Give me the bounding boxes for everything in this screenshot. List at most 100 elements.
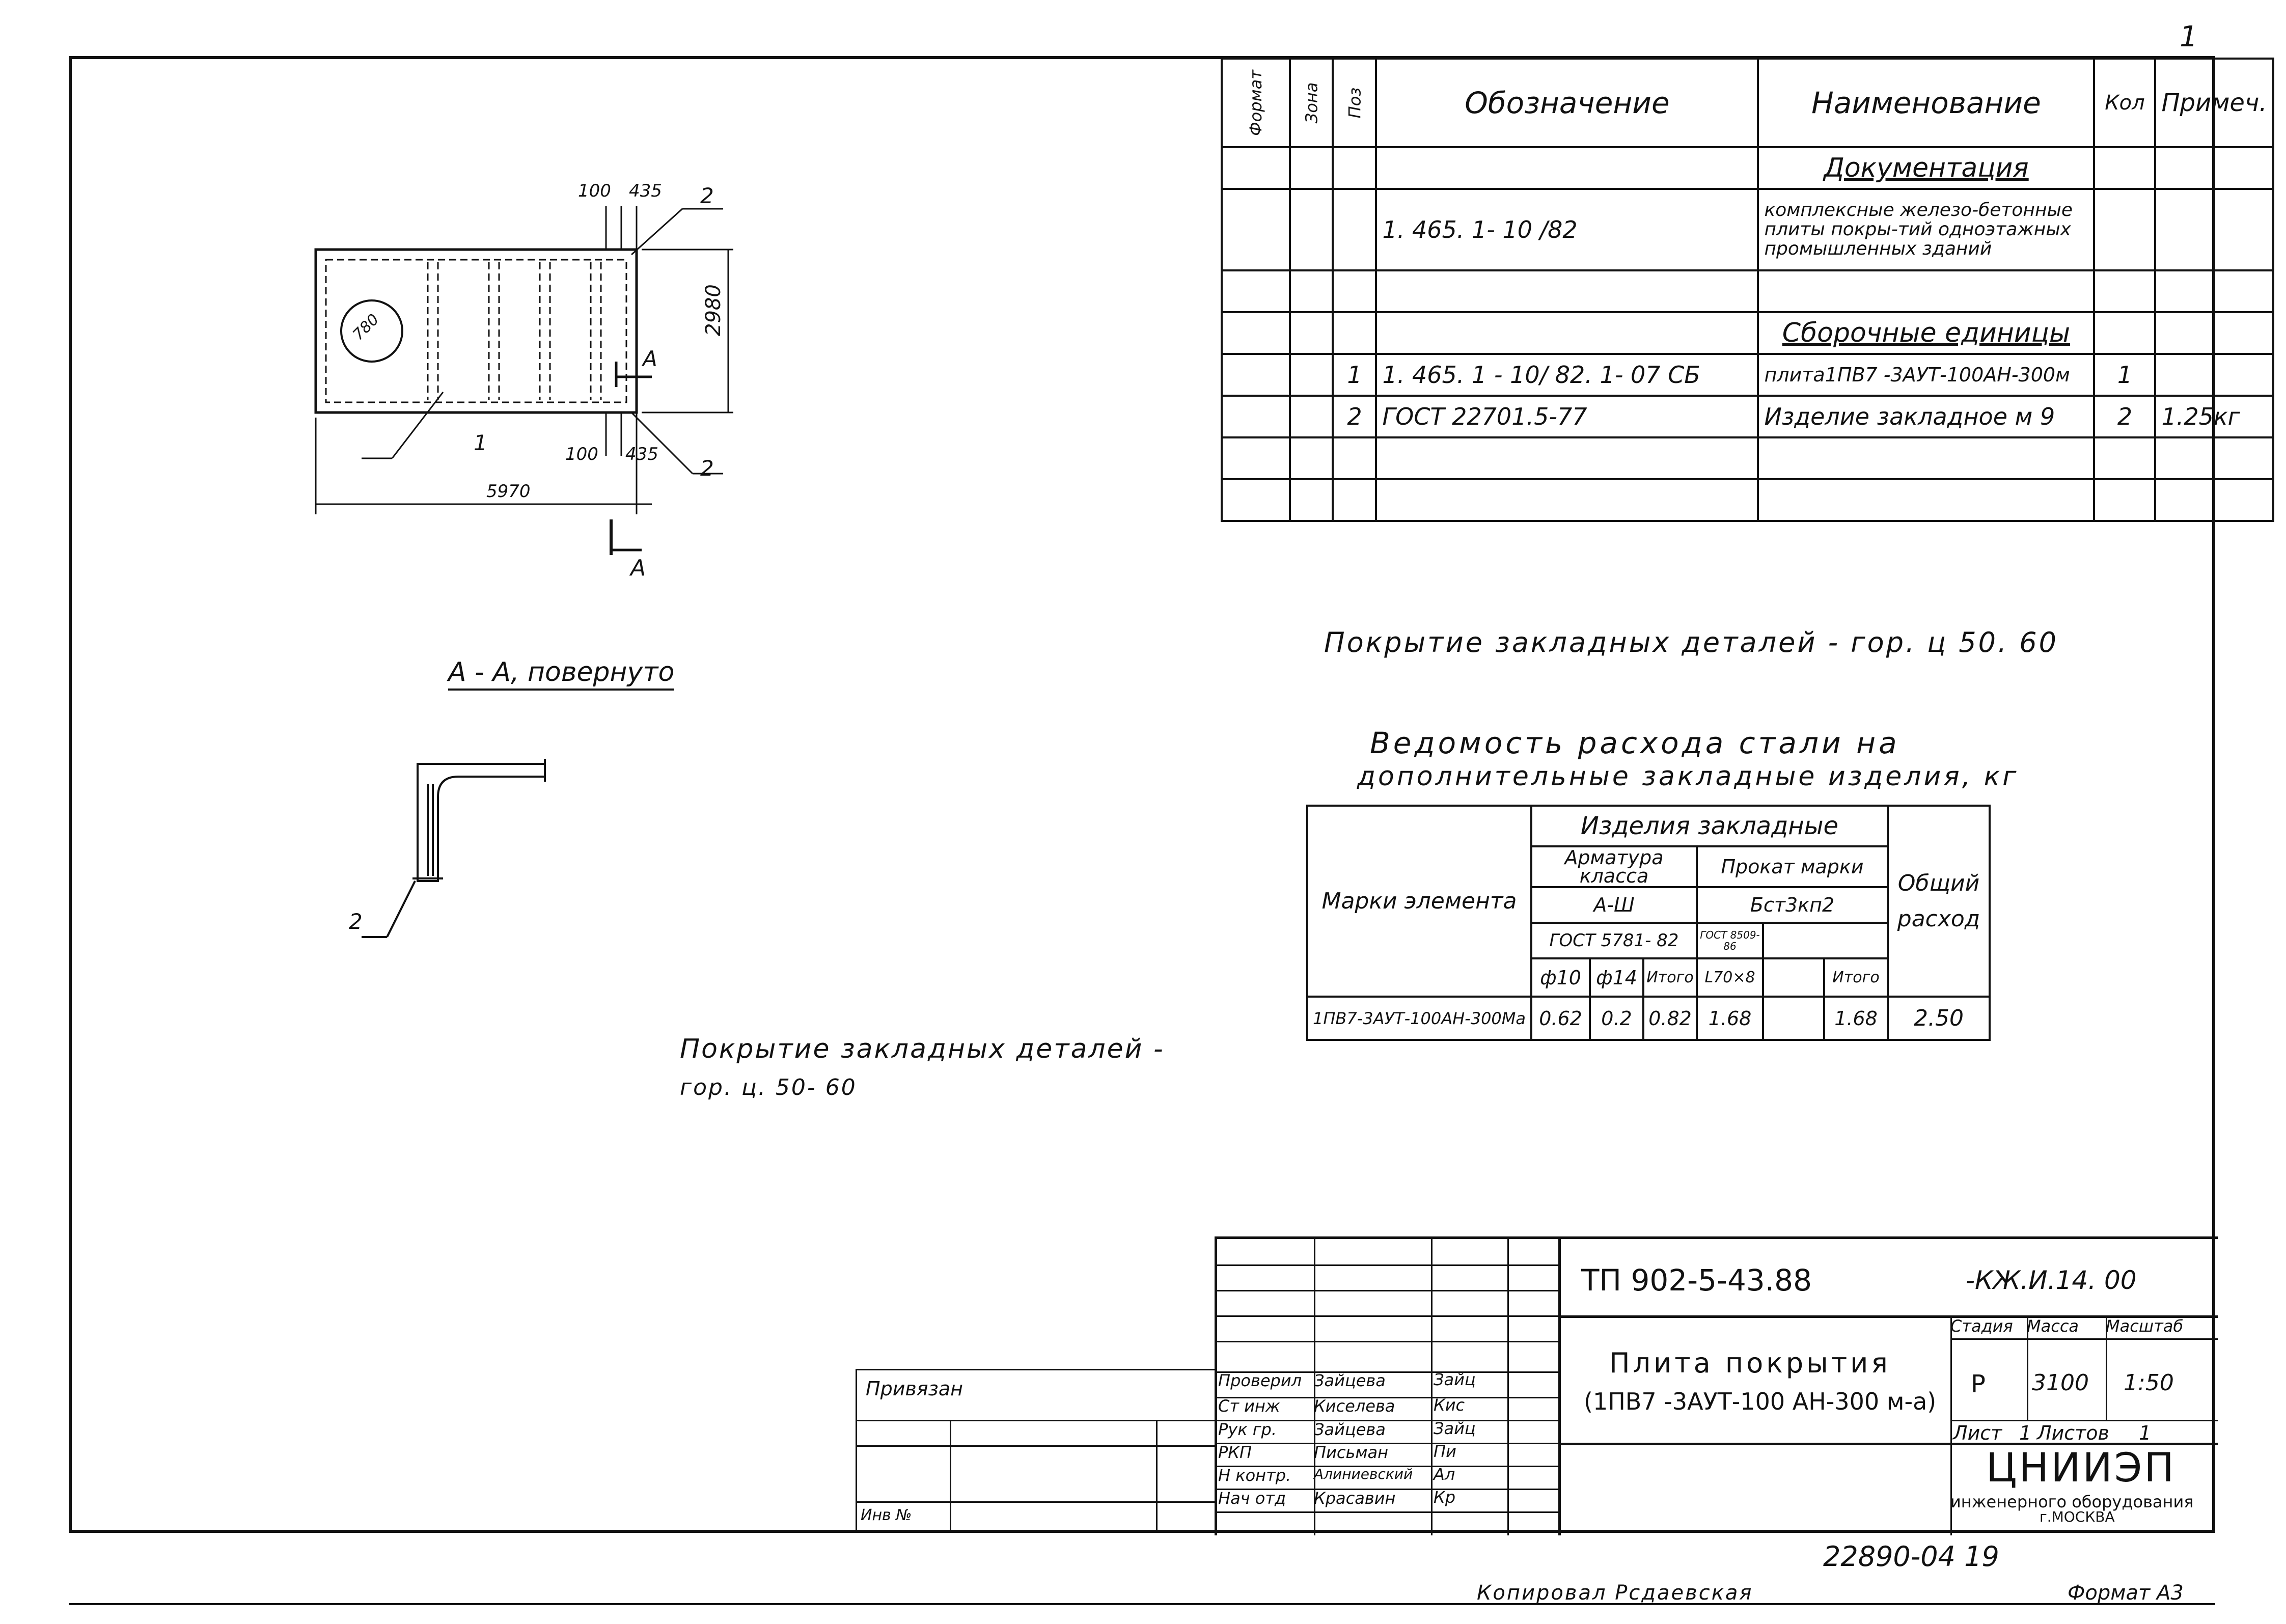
steel-title-line1: Ведомость расхода стали на <box>1370 726 1900 760</box>
col-note: Примеч. <box>2154 58 2274 148</box>
tb-left-line <box>856 1369 1215 1370</box>
dim-100-bot: 100 <box>565 444 598 464</box>
col-format: Формат <box>1221 58 1291 148</box>
tb-left-vline <box>950 1420 951 1533</box>
leader-2-top: 2 <box>700 183 714 208</box>
row-note: 1.25кг <box>2154 395 2274 438</box>
steel-value: 1.68 <box>1823 996 1889 1041</box>
col-pos: Поз <box>1332 58 1378 148</box>
signer-role: РКП <box>1218 1443 1252 1462</box>
sheet-label: Лист <box>1953 1422 2002 1444</box>
copied-by: Копировал Рсдаевская <box>1477 1581 1753 1605</box>
section-mark-a-top: А <box>643 346 657 371</box>
documentation-title: Документация <box>1757 146 2096 190</box>
coating-note-2-line2: гор. ц. 50- 60 <box>680 1075 857 1100</box>
rolled-grade: Бст3кп2 <box>1696 886 1889 924</box>
signer-role: Проверил <box>1218 1371 1302 1390</box>
privyazan-label: Привязан <box>866 1378 963 1400</box>
sheet-value: 1 <box>2019 1422 2032 1444</box>
steel-value <box>1762 996 1825 1041</box>
mass-label: Масса <box>2027 1316 2079 1336</box>
row-name: плита1ПВ7 -3АУТ-100АН-300м <box>1757 353 2096 397</box>
col-name: Наименование <box>1757 58 2096 148</box>
format-label: Формат А3 <box>2068 1581 2184 1605</box>
steel-value: 0.62 <box>1530 996 1591 1041</box>
title-block <box>1215 1236 2218 1535</box>
leader-1: 1 <box>474 430 487 455</box>
tb-left-line <box>856 1445 1215 1447</box>
bottom-rule <box>69 1603 2215 1605</box>
signer-name: Зайцева <box>1314 1371 1386 1390</box>
signature: Ал <box>1434 1465 1455 1484</box>
coating-note-1: Покрытие закладных деталей - гор. ц 50. … <box>1324 626 2058 658</box>
sheets-label: Листов <box>2037 1422 2109 1444</box>
org-city: г.МОСКВА <box>2040 1508 2115 1525</box>
rolled-gost: ГОСТ 8509-86 <box>1696 922 1764 959</box>
signature: Кр <box>1434 1488 1456 1507</box>
marks-header: Марки элемента <box>1306 805 1532 998</box>
rebar-class: А-Ш <box>1530 886 1698 924</box>
rebar-gost: ГОСТ 5781- 82 <box>1530 922 1698 959</box>
signature: Пи <box>1434 1442 1456 1461</box>
archive-number: 22890-04 19 <box>1823 1540 1999 1573</box>
dim-5970: 5970 <box>486 481 531 502</box>
signature: Зайц <box>1434 1419 1476 1438</box>
steel-table: Марки элемента Изделия закладные Общий р… <box>1306 805 1991 1041</box>
sheets-value: 1 <box>2139 1422 2152 1444</box>
dim-435-bot: 435 <box>625 444 658 464</box>
col-zone: Зона <box>1288 58 1334 148</box>
assembly-title: Сборочные единицы <box>1757 311 2096 355</box>
drawing-title-line2: (1ПВ7 -3АУТ-100 АН-300 м-а) <box>1584 1388 1937 1415</box>
signer-role: Рук гр. <box>1218 1420 1277 1439</box>
row-qty: 1 <box>2093 353 2157 397</box>
drawing-title-line1: Плита покрытия <box>1609 1347 1891 1379</box>
table-row: 2 ГОСТ 22701.5-77 Изделие закладное м 9 … <box>1221 395 2274 438</box>
row-name: Изделие закладное м 9 <box>1757 395 2096 438</box>
steel-title-line2: дополнительные закладные изделия, кг <box>1357 761 2019 792</box>
col-designation: Обозначение <box>1375 58 1759 148</box>
drawing-frame <box>69 56 2215 1533</box>
slab-plan-drawing <box>314 206 733 555</box>
doc-designation: 1. 465. 1- 10 /82 <box>1375 188 1759 271</box>
signer-name: Красавин <box>1314 1489 1396 1508</box>
tb-left-vline <box>856 1369 857 1533</box>
row-pos: 2 <box>1332 395 1378 438</box>
table-row <box>1221 478 2274 522</box>
stage-value: Р <box>1971 1370 1986 1398</box>
steel-value: 0.2 <box>1589 996 1644 1041</box>
table-row: Документация <box>1221 146 2274 190</box>
tb-left-line <box>856 1501 1215 1503</box>
row-designation: ГОСТ 22701.5-77 <box>1375 395 1759 438</box>
signer-name: Письман <box>1314 1443 1388 1462</box>
signer-role: Нач отд <box>1218 1489 1286 1508</box>
stage-label: Стадия <box>1950 1316 2013 1336</box>
col-total-rolled: Итого <box>1823 957 1889 998</box>
scale-value: 1:50 <box>2124 1370 2174 1396</box>
col-qty: Кол <box>2093 58 2157 148</box>
doc-name: комплексные железо-бетонные плиты покры-… <box>1757 188 2096 271</box>
coating-note-2-line1: Покрытие закладных деталей - <box>680 1034 1165 1064</box>
col-angle: L70×8 <box>1696 957 1764 998</box>
table-row: 1 1. 465. 1 - 10/ 82. 1- 07 СБ плита1ПВ7… <box>1221 353 2274 397</box>
col-blank <box>1762 957 1825 998</box>
page-number: 1 <box>2180 20 2198 53</box>
col-f14: ф14 <box>1589 957 1644 998</box>
table-row: Сборочные единицы <box>1221 311 2274 355</box>
steel-value: 0.82 <box>1642 996 1698 1041</box>
total-header: Общий расход <box>1887 805 1991 998</box>
table-row: 1ПВ7-3АУТ-100АН-300Ма 0.62 0.2 0.82 1.68… <box>1306 996 1991 1041</box>
spec-header-row: Формат Зона Поз Обозначение Наименование… <box>1221 58 2274 148</box>
row-qty: 2 <box>2093 395 2157 438</box>
dim-435-top: 435 <box>629 181 662 201</box>
dim-2980: 2980 <box>702 284 725 336</box>
steel-row-total: 2.50 <box>1887 996 1991 1041</box>
org-name: ЦНИИЭП <box>1986 1445 2177 1491</box>
col-f10: ф10 <box>1530 957 1591 998</box>
signer-role: Ст инж <box>1218 1396 1280 1416</box>
tb-left-line <box>856 1420 1215 1421</box>
doc-code: ТП 902-5-43.88 <box>1581 1263 1812 1298</box>
signer-name: Зайцева <box>1314 1420 1386 1439</box>
section-leader-2: 2 <box>349 909 363 934</box>
section-drawing <box>362 759 546 938</box>
rebar-header: Арматура класса <box>1530 845 1698 888</box>
